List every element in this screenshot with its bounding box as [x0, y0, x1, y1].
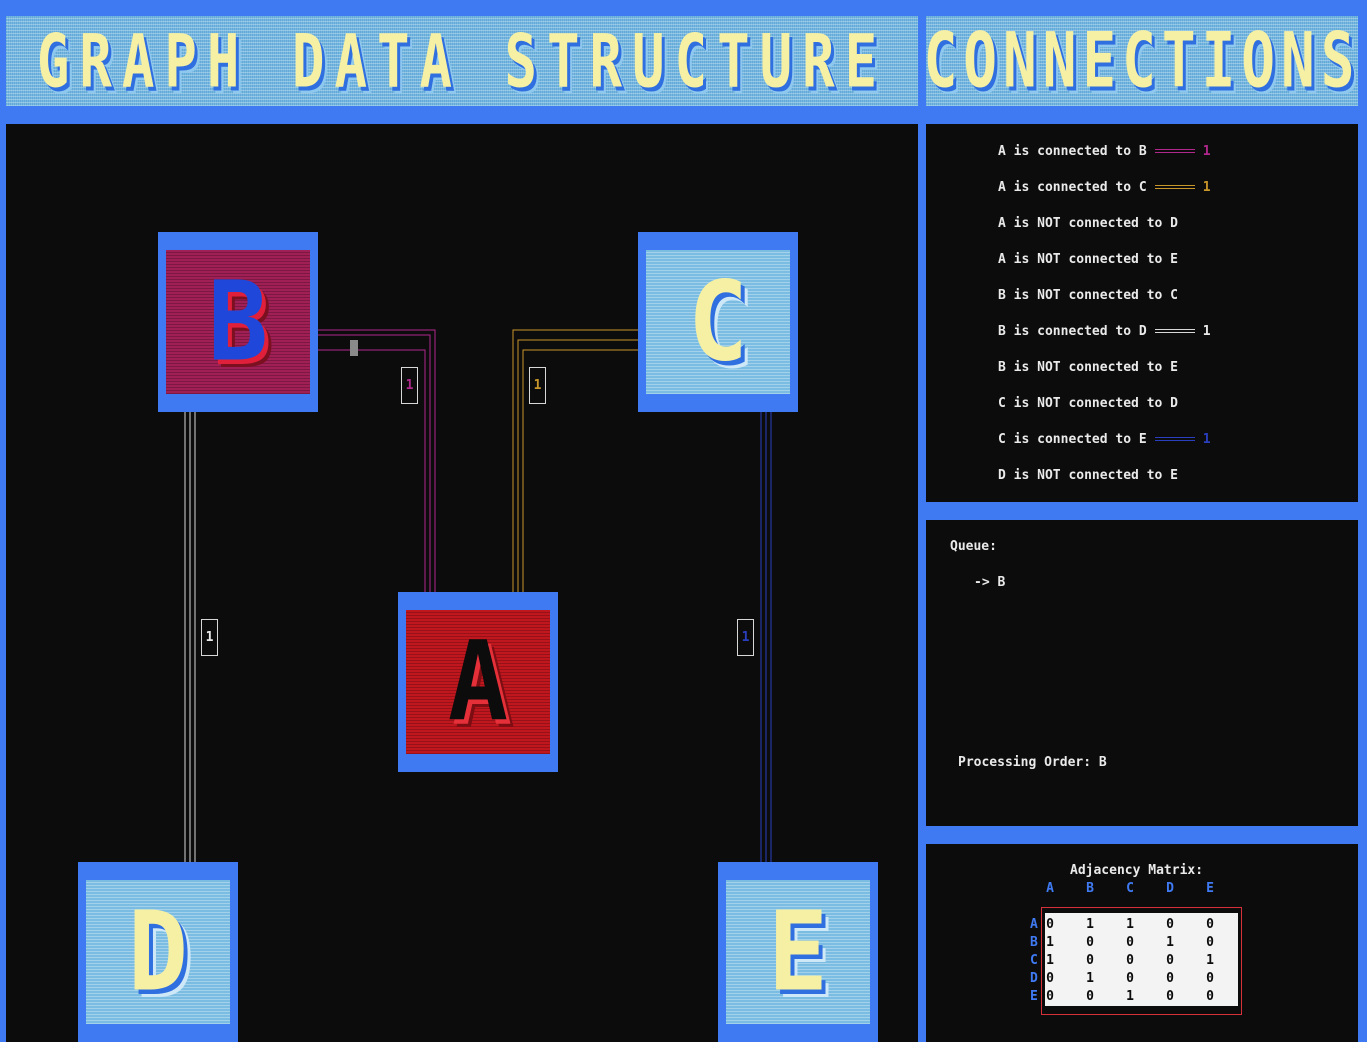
connection-text: B is connected to D — [998, 323, 1147, 339]
connection-text: B is NOT connected to E — [998, 359, 1179, 375]
connections-panel — [926, 124, 1358, 502]
matrix-title: Adjacency Matrix: — [1070, 863, 1204, 878]
matrix-cell: 1 — [1046, 953, 1054, 968]
matrix-row-label: D — [1030, 971, 1038, 986]
connection-weight: 1 — [1202, 179, 1211, 195]
matrix-cell: 1 — [1086, 917, 1094, 932]
connection-row: D is NOT connected to E — [998, 466, 1178, 484]
matrix-cell: 0 — [1126, 953, 1134, 968]
queue-label: Queue: — [950, 539, 997, 554]
matrix-row-label: A — [1030, 917, 1038, 932]
matrix-col-header: A — [1046, 881, 1054, 896]
connection-row: C is connected to E 1 — [998, 430, 1211, 448]
edge-weight-ce: 1 — [737, 619, 754, 656]
matrix-cell: 1 — [1166, 935, 1174, 950]
edge-b-d — [184, 412, 196, 862]
matrix-cell: 0 — [1086, 989, 1094, 1004]
connection-text: C is connected to E — [998, 431, 1147, 447]
node-b-label: B — [207, 257, 269, 386]
connection-line — [1154, 149, 1195, 153]
matrix-cell: 0 — [1166, 953, 1174, 968]
connection-row: A is NOT connected to D — [998, 214, 1178, 232]
graph-title: Graph Data Structure — [36, 18, 888, 104]
matrix-cell: 0 — [1086, 953, 1094, 968]
node-b-face: B — [166, 250, 310, 394]
matrix-col-header: B — [1086, 881, 1094, 896]
queue-panel — [926, 520, 1358, 826]
connection-weight: 1 — [1202, 323, 1211, 339]
connection-text: A is NOT connected to D — [998, 215, 1179, 231]
matrix-cell: 1 — [1046, 935, 1054, 950]
connection-row: A is connected to C 1 — [998, 178, 1211, 196]
connection-text: D is NOT connected to E — [998, 467, 1179, 483]
edge-marker — [350, 340, 358, 356]
node-a[interactable]: A — [398, 592, 558, 772]
matrix-cell: 0 — [1166, 971, 1174, 986]
connection-text: B is NOT connected to C — [998, 287, 1179, 303]
node-e[interactable]: E — [718, 862, 878, 1042]
node-e-label: E — [767, 887, 829, 1016]
matrix-cell: 1 — [1086, 971, 1094, 986]
connection-row: A is connected to B 1 — [998, 142, 1211, 160]
matrix-row-label: B — [1030, 935, 1038, 950]
connection-weight: 1 — [1202, 431, 1211, 447]
matrix-cell: 0 — [1126, 971, 1134, 986]
connection-line — [1154, 185, 1195, 189]
matrix-cell: 0 — [1206, 971, 1214, 986]
matrix-border — [1041, 907, 1242, 1015]
matrix-cell: 0 — [1086, 935, 1094, 950]
connection-row: B is NOT connected to C — [998, 286, 1178, 304]
matrix-cell: 0 — [1206, 989, 1214, 1004]
node-a-label: A — [447, 617, 509, 746]
node-a-face: A — [406, 610, 550, 754]
processing-order: Processing Order: B — [958, 755, 1107, 770]
matrix-cell: 0 — [1206, 935, 1214, 950]
connection-row: B is NOT connected to E — [998, 358, 1178, 376]
matrix-cell: 0 — [1166, 989, 1174, 1004]
matrix-col-header: C — [1126, 881, 1134, 896]
matrix-cell: 0 — [1126, 935, 1134, 950]
matrix-cell: 0 — [1046, 989, 1054, 1004]
node-b[interactable]: B — [158, 232, 318, 412]
connection-line — [1154, 437, 1195, 441]
node-d[interactable]: D — [78, 862, 238, 1042]
connection-line — [1154, 329, 1195, 333]
connection-row: B is connected to D 1 — [998, 322, 1211, 340]
matrix-grid — [1045, 913, 1238, 1006]
edge-weight-bd: 1 — [201, 619, 218, 656]
matrix-cell: 0 — [1046, 971, 1054, 986]
node-e-face: E — [726, 880, 870, 1024]
connection-text: A is NOT connected to E — [998, 251, 1179, 267]
matrix-cell: 0 — [1206, 917, 1214, 932]
matrix-col-header: D — [1166, 881, 1174, 896]
connection-weight: 1 — [1202, 143, 1211, 159]
connection-row: A is NOT connected to E — [998, 250, 1178, 268]
edge-c-e — [760, 412, 772, 862]
edge-weight-ac: 1 — [529, 367, 546, 404]
connection-text: C is NOT connected to D — [998, 395, 1179, 411]
connection-text: A is connected to B — [998, 143, 1147, 159]
queue-item: -> B — [974, 575, 1006, 590]
edge-a-c — [512, 329, 638, 592]
connections-title: Connections — [923, 17, 1361, 105]
connections-title-banner: Connections — [923, 16, 1361, 106]
node-c[interactable]: C — [638, 232, 798, 412]
matrix-cell: 1 — [1126, 917, 1134, 932]
node-c-face: C — [646, 250, 790, 394]
matrix-cell: 0 — [1046, 917, 1054, 932]
matrix-cell: 1 — [1126, 989, 1134, 1004]
connection-text: A is connected to C — [998, 179, 1147, 195]
matrix-col-header: E — [1206, 881, 1214, 896]
matrix-row-label: C — [1030, 953, 1038, 968]
node-c-label: C — [687, 257, 749, 386]
connection-row: C is NOT connected to D — [998, 394, 1178, 412]
graph-title-banner: Graph Data Structure — [6, 16, 918, 106]
node-d-label: D — [127, 887, 189, 1016]
matrix-cell: 1 — [1206, 953, 1214, 968]
matrix-row-label: E — [1030, 989, 1038, 1004]
edge-weight-ab: 1 — [401, 367, 418, 404]
node-d-face: D — [86, 880, 230, 1024]
matrix-cell: 0 — [1166, 917, 1174, 932]
